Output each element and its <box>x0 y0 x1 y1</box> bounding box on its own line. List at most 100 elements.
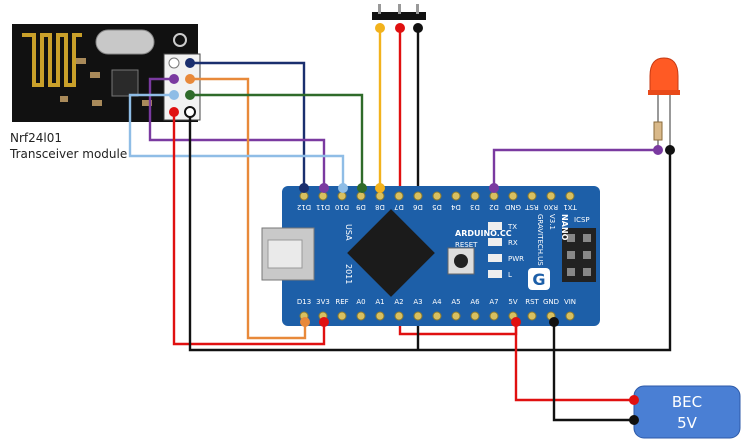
bottom-pin-label: A3 <box>413 298 422 306</box>
top-pin-label: TX1 <box>563 203 578 211</box>
nrf-pins <box>168 57 196 118</box>
top-pin-label: RX0 <box>544 203 558 211</box>
nrf-component <box>142 100 152 106</box>
top-pin-pad <box>470 191 480 201</box>
led-rim <box>648 90 680 95</box>
conn-3v3 <box>319 317 329 327</box>
icsp-pins <box>567 234 591 276</box>
top-pin-label: D11 <box>316 203 330 211</box>
servo-header-body <box>372 12 426 20</box>
top-pin-label: D9 <box>356 203 366 211</box>
top-pin-pad <box>413 191 423 201</box>
conn-gnd <box>549 317 559 327</box>
board-maker: GRAVITECH.US <box>536 214 544 266</box>
top-pin-pad <box>375 191 385 201</box>
module-name: Nrf24l01 <box>10 131 62 145</box>
bottom-pin-pad <box>451 311 461 321</box>
led-pin-cathode <box>665 145 675 155</box>
conn-d2 <box>489 183 499 193</box>
nrf-pin-lightblue <box>169 90 179 100</box>
led-rx-label: RX <box>508 239 518 247</box>
bec-box <box>633 385 741 439</box>
nrf-pin-ce <box>168 57 180 69</box>
top-pin-pad <box>318 191 328 201</box>
bec-module: BEC 5V <box>629 385 741 439</box>
top-pin-pad <box>489 191 499 201</box>
arduino-connection-dots <box>299 183 559 327</box>
top-pin-label: RST <box>524 203 538 211</box>
led-tx-label: TX <box>507 223 517 231</box>
conn-d12 <box>299 183 309 193</box>
nrf-component <box>76 58 86 64</box>
top-pin-label: D8 <box>375 203 385 211</box>
board-model: NANO <box>560 214 569 241</box>
top-pin-label: D7 <box>394 203 404 211</box>
bottom-pin-label: VIN <box>564 298 576 306</box>
bottom-pin-label: A4 <box>432 298 442 306</box>
top-pin-label: D2 <box>489 203 499 211</box>
wires <box>128 28 672 422</box>
top-pin-label: D3 <box>470 203 480 211</box>
nrf-component <box>92 100 102 106</box>
servo-pin <box>416 4 419 14</box>
conn-d9 <box>357 183 367 193</box>
led <box>648 57 680 155</box>
led-pin-anode <box>653 145 663 155</box>
bottom-pin-pad <box>375 311 385 321</box>
servo-pin-vcc <box>395 23 405 33</box>
gravitech-logo-letter: G <box>532 270 545 289</box>
top-pin-label: D10 <box>335 203 349 211</box>
bottom-pin-label: A0 <box>356 298 365 306</box>
reset-button-cap[interactable] <box>454 254 468 268</box>
bec-label-line1: BEC <box>672 393 702 411</box>
bottom-pin-label: D13 <box>297 298 311 306</box>
bec-pin-vcc <box>629 395 639 405</box>
top-pin-pad <box>356 191 366 201</box>
top-pin-label: GND <box>505 203 521 211</box>
top-pin-pad <box>337 191 347 201</box>
conn-d10 <box>338 183 348 193</box>
top-pin-label: D12 <box>297 203 311 211</box>
nrf-pin-navy <box>185 58 195 68</box>
nrf-component <box>60 96 68 102</box>
board-version: V3.1 <box>548 214 556 230</box>
nrf-chip <box>111 69 139 97</box>
nrf-pin-purple <box>169 74 179 84</box>
bec-pin-gnd <box>629 415 639 425</box>
bottom-pin-label: 3V3 <box>316 298 330 306</box>
nrf-crystal <box>95 29 155 55</box>
gravitech-logo <box>528 268 550 290</box>
servo-header <box>372 4 426 33</box>
top-pin-pad <box>527 191 537 201</box>
servo-pin <box>378 4 381 14</box>
wire-red-3v3 <box>172 112 326 346</box>
top-pin-label: D4 <box>451 203 461 211</box>
nrf-component <box>90 72 100 78</box>
board-brand: ARDUINO.CC <box>455 229 512 238</box>
wire-purple-led <box>492 148 658 188</box>
top-pin-pad <box>394 191 404 201</box>
led-pwr-label: PWR <box>508 255 524 263</box>
bottom-pin-label: A1 <box>375 298 384 306</box>
bottom-pin-pad <box>432 311 442 321</box>
wire-navy <box>190 61 306 188</box>
nrf-pin-vcc <box>169 107 179 117</box>
led-l-indicator <box>488 270 502 278</box>
wire-green <box>190 93 364 188</box>
nrf-pin-orange <box>185 74 195 84</box>
top-pin-pad <box>432 191 442 201</box>
bottom-pin-pad <box>413 311 423 321</box>
wire-black-bec <box>552 322 634 422</box>
bec-label-line2: 5V <box>677 414 698 432</box>
bottom-pin-pad <box>394 311 404 321</box>
top-pin-pad <box>299 191 309 201</box>
top-pin-label: D6 <box>413 203 423 211</box>
bottom-pin-pad <box>337 311 347 321</box>
conn-d11 <box>319 183 329 193</box>
bottom-pin-pad <box>527 311 537 321</box>
top-pin-pad <box>565 191 575 201</box>
bottom-pin-pad <box>470 311 480 321</box>
module-subtitle: Transceiver module <box>9 147 127 161</box>
servo-pin <box>398 4 401 14</box>
